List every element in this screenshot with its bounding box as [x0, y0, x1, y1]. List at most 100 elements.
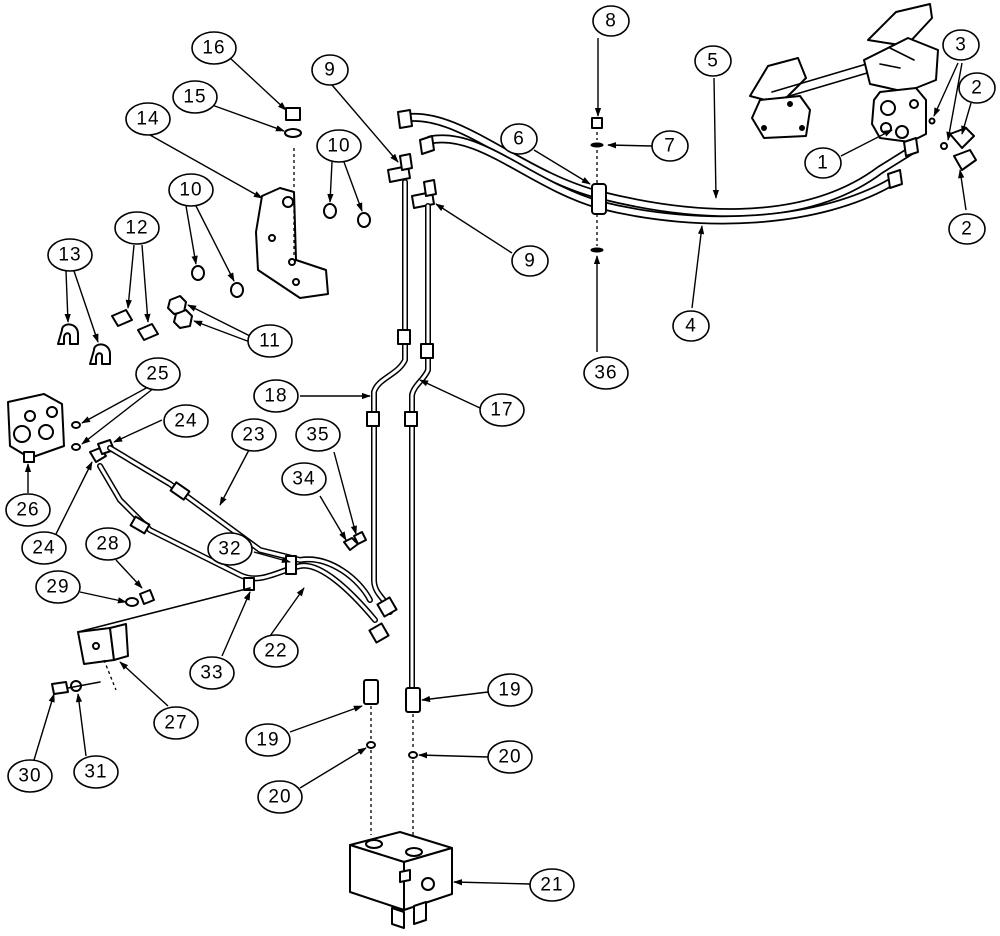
- leader-29: [79, 591, 127, 604]
- callout-label: 4: [685, 316, 697, 337]
- callout-9: 9: [311, 54, 349, 86]
- callout-label: 15: [183, 87, 206, 108]
- leader-33: [221, 591, 251, 657]
- leader-13a: [64, 270, 71, 323]
- caps-13: [57, 323, 111, 365]
- callout-10: 10: [168, 173, 214, 207]
- washers-10: [191, 203, 371, 298]
- callout-20: 20: [257, 780, 303, 814]
- callout-22: 22: [253, 634, 299, 668]
- leader-5: [712, 77, 720, 199]
- callout-label: 35: [306, 425, 329, 446]
- leader-34: [319, 495, 347, 541]
- o-rings-20: [366, 706, 418, 840]
- callout-label: 26: [16, 500, 39, 521]
- leader-lines: [24, 38, 972, 886]
- callout-1: 1: [804, 147, 842, 179]
- callout-12: 12: [114, 211, 160, 245]
- leader-13b: [73, 270, 99, 343]
- leader-11b: [193, 320, 251, 343]
- callout-label: 1: [817, 153, 829, 174]
- callout-24: 24: [163, 404, 209, 438]
- callout-label: 2: [961, 219, 973, 240]
- leader-10a-2: [343, 161, 363, 212]
- leader-31: [75, 693, 87, 757]
- callout-label: 25: [146, 364, 169, 385]
- callout-10: 10: [316, 129, 362, 163]
- callout-label: 10: [179, 180, 202, 201]
- tubes-22-23: [97, 445, 378, 623]
- callout-23: 23: [231, 418, 277, 452]
- leader-35: [333, 451, 357, 535]
- leader-27: [119, 661, 169, 707]
- callout-9: 9: [511, 245, 549, 277]
- nuts-34-35: [343, 531, 367, 551]
- callout-label: 12: [125, 218, 148, 239]
- bracket-14: [255, 107, 329, 299]
- callout-label: 5: [707, 51, 719, 72]
- hardware-28-29: [125, 589, 155, 607]
- callout-label: 19: [498, 680, 521, 701]
- callout-label: 30: [18, 766, 41, 787]
- callout-label: 28: [96, 534, 119, 555]
- part-callouts: 1 2 2 3 4 5 6 7 8 9 9 10 10 11 12 13 14 …: [5, 5, 996, 902]
- callout-label: 31: [84, 762, 107, 783]
- leader-19b: [421, 691, 489, 703]
- leader-4: [691, 225, 705, 309]
- callout-26: 26: [5, 493, 51, 527]
- callout-label: 9: [324, 60, 336, 81]
- tubes-17-18: [366, 179, 434, 693]
- clamp-hardware-7-8-36: [590, 117, 604, 253]
- leader-12a: [125, 244, 135, 309]
- leader-30: [33, 693, 55, 761]
- callout-20: 20: [487, 740, 533, 774]
- brake-master-valve: [871, 87, 927, 143]
- leader-24a: [113, 419, 163, 443]
- callout-34: 34: [281, 462, 327, 496]
- bolt-30-washer-31: [51, 680, 101, 695]
- o-rings-25: [71, 421, 81, 451]
- leader-32: [253, 551, 291, 563]
- valve-block-21: [349, 831, 453, 929]
- leader-17: [419, 379, 481, 409]
- leader-3b: [946, 62, 963, 141]
- callout-31: 31: [73, 755, 119, 789]
- callout-label: 19: [256, 730, 279, 751]
- elbow-fittings: [940, 127, 977, 171]
- o-ring-3: [928, 117, 936, 125]
- callout-18: 18: [253, 379, 299, 413]
- callout-29: 29: [35, 570, 81, 604]
- callout-label: 27: [164, 713, 187, 734]
- leader-10a-1: [327, 161, 334, 203]
- hose-clamp-6: [591, 183, 607, 215]
- callout-3: 3: [942, 29, 980, 61]
- leader-2b: [958, 169, 967, 211]
- callout-5: 5: [694, 45, 732, 77]
- callout-label: 32: [218, 539, 241, 560]
- callout-label: 33: [200, 663, 223, 684]
- callout-36: 36: [583, 356, 629, 390]
- leader-11a: [187, 304, 251, 337]
- callout-32: 32: [207, 532, 253, 566]
- callout-19: 19: [245, 723, 291, 757]
- leader-25b: [81, 387, 155, 445]
- callout-label: 2: [971, 78, 983, 99]
- callout-2: 2: [948, 213, 986, 245]
- callout-7: 7: [651, 130, 689, 162]
- leader-22: [269, 587, 305, 637]
- callout-2: 2: [958, 72, 996, 104]
- callout-6: 6: [500, 123, 538, 155]
- leader-20a: [299, 747, 367, 789]
- callout-15: 15: [172, 80, 218, 114]
- callout-16: 16: [191, 31, 237, 65]
- callout-19: 19: [487, 673, 533, 707]
- leader-23: [219, 447, 251, 506]
- callout-label: 3: [955, 35, 967, 56]
- callout-8: 8: [592, 5, 630, 37]
- leader-25a: [81, 385, 151, 424]
- valve-26: [7, 393, 65, 463]
- callout-label: 14: [136, 109, 159, 130]
- leader-15: [211, 104, 285, 132]
- leader-21: [453, 879, 531, 886]
- callout-17: 17: [479, 393, 525, 427]
